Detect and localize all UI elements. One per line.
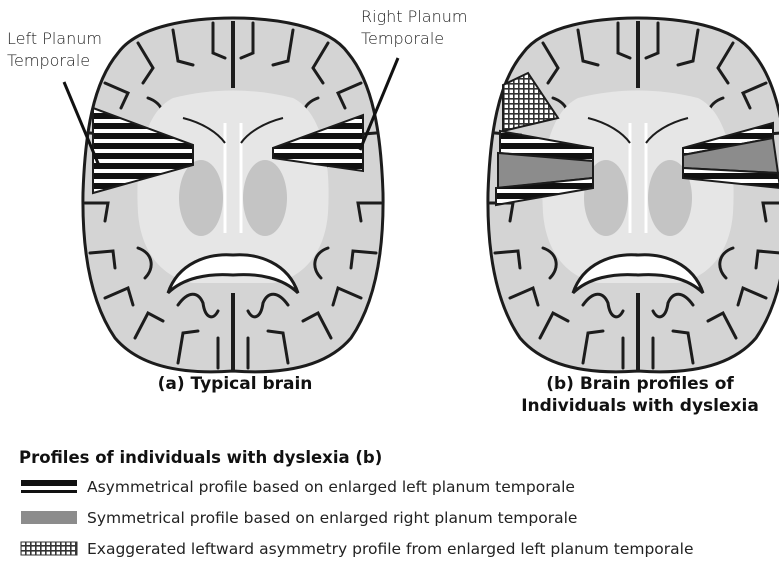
legend-item-label: Exaggerated leftward asymmetry profile f… — [87, 540, 694, 558]
caption-b-line-1: (b) Brain profiles of — [510, 373, 770, 395]
caption-typical-brain: (a) Typical brain — [110, 373, 360, 395]
legend-title: Profiles of individuals with dyslexia (b… — [19, 448, 382, 467]
left-callout-line-2: Temporale — [7, 50, 102, 72]
legend-item-label: Symmetrical profile based on enlarged ri… — [87, 509, 577, 527]
legend-swatch-spacer — [21, 481, 77, 494]
legend-item: Symmetrical profile based on enlarged ri… — [21, 507, 577, 529]
legend-item: Exaggerated leftward asymmetry profile f… — [21, 538, 694, 560]
right-planum-callout: Right Planum Temporale — [361, 6, 467, 50]
brain-typical — [83, 18, 383, 372]
legend-item-label: Asymmetrical profile based on enlarged l… — [87, 478, 575, 496]
brain-dyslexia — [488, 18, 779, 372]
legend-item: Asymmetrical profile based on enlarged l… — [21, 476, 575, 498]
left-planum-callout: Left Planum Temporale — [7, 28, 102, 72]
caption-b-line-2: Individuals with dyslexia — [510, 395, 770, 417]
legend-swatch-spacer — [21, 512, 77, 525]
right-callout-line-1: Right Planum — [361, 6, 467, 28]
left-callout-line-1: Left Planum — [7, 28, 102, 50]
legend-swatch-spacer — [21, 543, 77, 556]
caption-a-line-1: (a) Typical brain — [110, 373, 360, 395]
caption-dyslexia-brain: (b) Brain profiles of Individuals with d… — [510, 373, 770, 417]
right-callout-line-2: Temporale — [361, 28, 467, 50]
